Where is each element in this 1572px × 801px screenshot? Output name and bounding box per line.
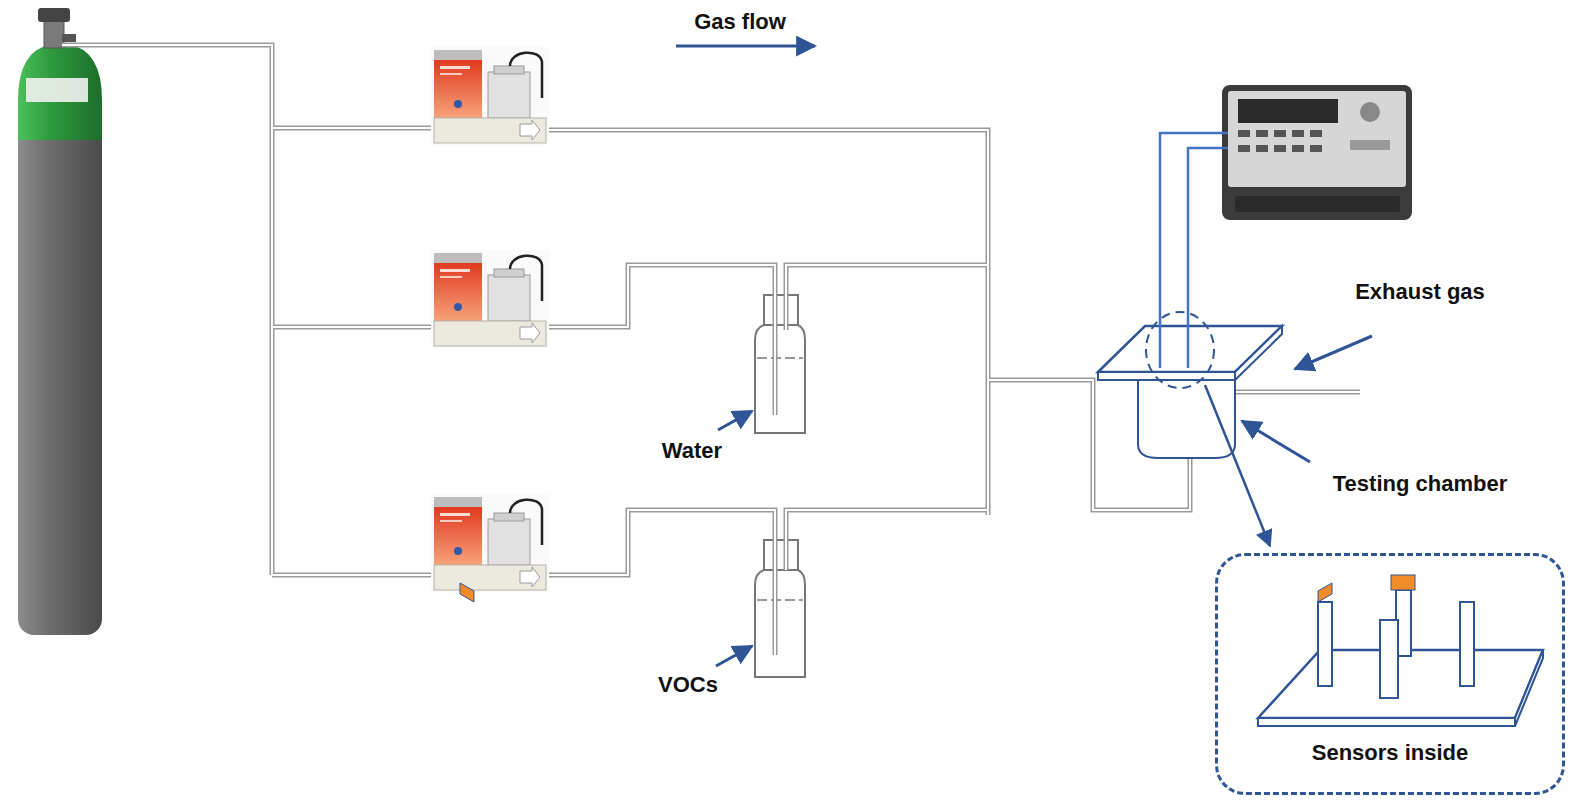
probe-wire: [1160, 133, 1228, 368]
pipe: [272, 126, 436, 131]
meter-keys: [1350, 140, 1390, 150]
meter-button: [1256, 130, 1268, 137]
pipe: [786, 510, 988, 570]
meter-button: [1274, 145, 1286, 152]
mass-flow-controller: [431, 250, 549, 348]
pipe: [1235, 390, 1360, 395]
chamber-lid: [1098, 326, 1282, 372]
inset-caption: Sensors inside: [1218, 740, 1562, 766]
bottle-body: [755, 325, 805, 433]
cylinder-body: [18, 95, 102, 635]
meter-case: [1222, 85, 1412, 220]
meter-button: [1274, 130, 1286, 137]
pipe: [544, 130, 988, 515]
leader-arrow: [716, 646, 752, 666]
bottle-cap: [764, 540, 798, 570]
lid-front: [1098, 372, 1235, 380]
pipe-bore: [544, 510, 775, 655]
sensor-tip: [460, 583, 474, 602]
meter-knob: [1360, 102, 1380, 122]
meter-button: [1238, 130, 1250, 137]
lid-side: [1235, 326, 1282, 380]
board-front: [1258, 718, 1515, 726]
chamber-body: [1138, 380, 1235, 458]
pipe-bores: [62, 45, 1360, 655]
flow-label: Gas flow: [694, 9, 786, 34]
callout-label: Testing chamber: [1333, 471, 1507, 496]
pipe-bore: [786, 510, 988, 570]
meter-handle: [1235, 196, 1400, 212]
callout-label: Water: [662, 438, 722, 463]
bottle-cap: [764, 295, 798, 325]
liquid-level: [757, 599, 803, 601]
valve-outlet: [62, 34, 76, 42]
zoom-leader: [1205, 385, 1270, 546]
pipe: [786, 265, 988, 330]
meter-button: [1238, 145, 1250, 152]
pipe-bore: [544, 265, 775, 415]
pipe-bore: [272, 574, 436, 576]
flow-arrow: [676, 45, 815, 48]
probe-wire: [1188, 148, 1228, 368]
pipe-bore: [272, 326, 436, 328]
sensor-tip: [1391, 575, 1415, 590]
multimeter: [1222, 85, 1412, 220]
meter-button: [1256, 145, 1268, 152]
leader-arrow: [1295, 336, 1372, 369]
meter-button: [1292, 130, 1304, 137]
sensor-board: [460, 575, 1543, 726]
cylinder-label: [26, 78, 88, 102]
leader-arrow: [718, 411, 752, 430]
mass-flow-controller: [431, 47, 549, 145]
meter-face: [1228, 91, 1406, 187]
voc-bottle: [755, 540, 805, 677]
meter-button: [1310, 130, 1322, 137]
gas-pipes: [62, 45, 1360, 655]
water-bottle: [755, 295, 805, 433]
zoom-inset-box: Sensors inside: [1215, 553, 1565, 795]
callout-label: Exhaust gas: [1355, 279, 1485, 304]
pipe-bore: [62, 45, 272, 575]
board-top: [1258, 650, 1543, 718]
pipe-bore: [272, 127, 436, 129]
liquid-level: [757, 357, 803, 359]
board-side: [1515, 650, 1543, 726]
sensor-strip: [1318, 602, 1332, 686]
pipe-bore: [544, 130, 988, 515]
zoom-circle: [1146, 312, 1214, 388]
mass-flow-controller: [431, 494, 549, 592]
pipe: [272, 573, 436, 578]
bottle-body: [755, 570, 805, 677]
callout-label: VOCs: [658, 672, 718, 697]
pipe: [544, 265, 775, 415]
cylinder-valve: [38, 8, 70, 22]
pipe: [544, 510, 775, 655]
pipe-bore: [786, 265, 988, 330]
pipe: [272, 325, 436, 330]
meter-button: [1292, 145, 1304, 152]
sensor-strip: [1380, 620, 1398, 698]
pipe: [62, 45, 272, 575]
sensor-strip: [1460, 602, 1474, 686]
testing-chamber: [1098, 326, 1282, 458]
pipe-bore: [1235, 391, 1360, 393]
cylinder-shoulder: [18, 44, 102, 140]
gas-cylinder: [18, 8, 102, 635]
meter-display: [1238, 99, 1338, 123]
meter-button: [1310, 145, 1322, 152]
sensor-tip: [1318, 583, 1332, 602]
leader-arrow: [1242, 421, 1310, 462]
cylinder-neck: [44, 20, 64, 48]
